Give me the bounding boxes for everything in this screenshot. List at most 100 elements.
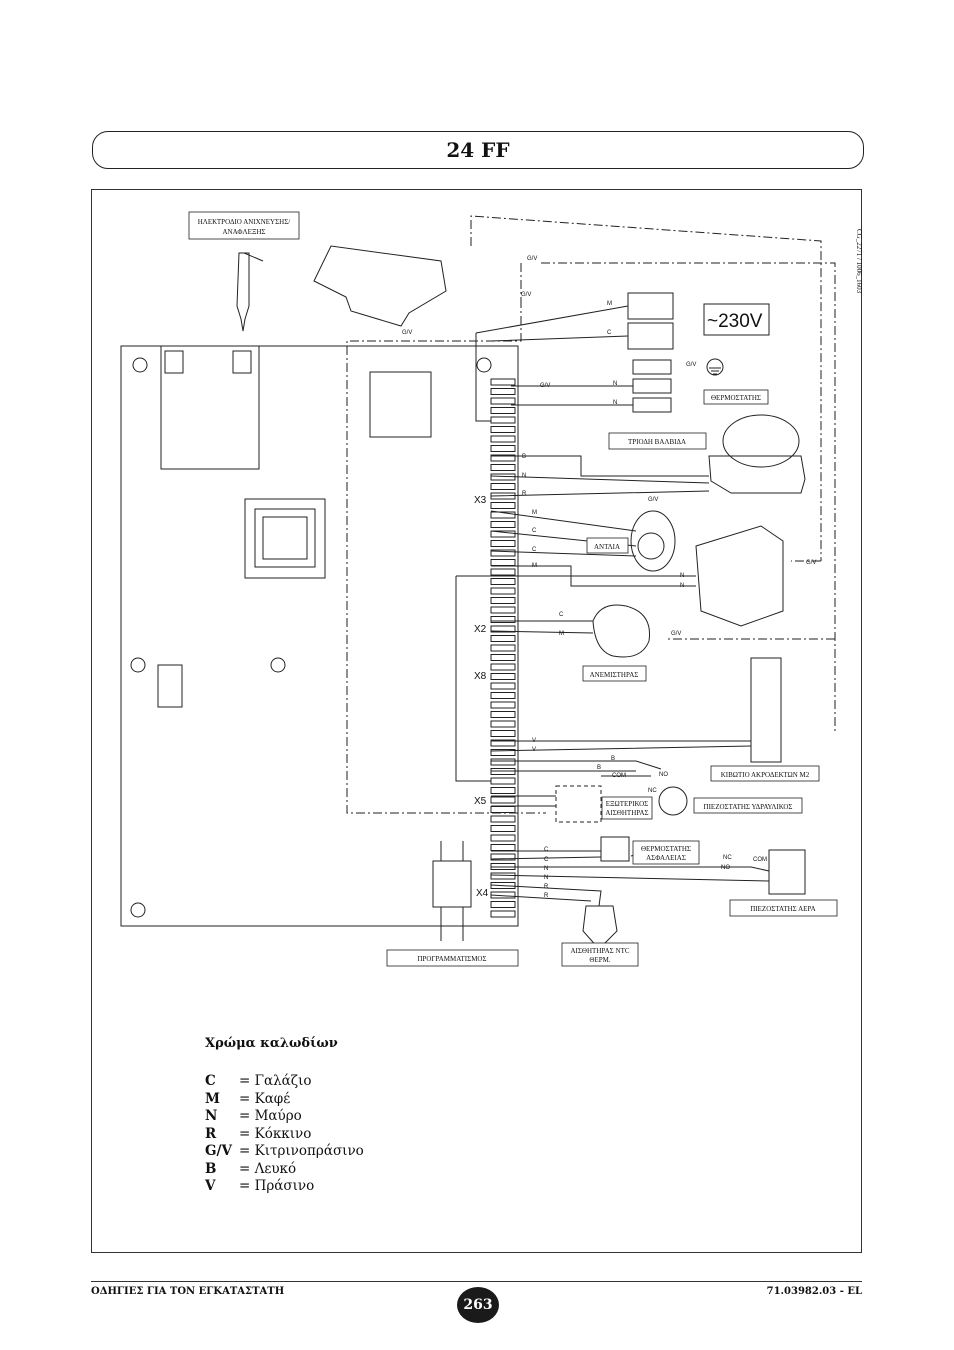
svg-text:N: N — [680, 583, 684, 589]
legend-text: = Λευκό — [239, 1160, 297, 1177]
voltage-box — [703, 303, 770, 336]
connector-pin — [490, 502, 516, 509]
mains-terminal — [632, 397, 672, 413]
connector-x8: X8 — [474, 671, 487, 682]
connector-pin — [490, 815, 516, 823]
legend-code: B — [205, 1160, 217, 1177]
wiring-diagram: ΗΛΕΚΤΡΟΔΙΟ ΑΝΙΧΝΕΥΣΗΣ/ ΑΝΑΦΛΕΞΗΣ ΘΕΡΜΟΣΤ… — [120, 211, 863, 967]
connector-pin — [490, 682, 516, 690]
fan — [592, 604, 651, 658]
svg-text:C: C — [607, 330, 612, 336]
svg-text:C: C — [559, 612, 564, 618]
legend-text: = Καφέ — [239, 1090, 291, 1107]
legend-text: = Γαλάζιο — [239, 1073, 312, 1089]
legend-row: G/V = Κιτρινοπράσινο — [205, 1143, 364, 1161]
svg-text:ΗΛΕΚΤΡΟΔΙΟ ΑΝΙΧΝΕΥΣΗΣ/: ΗΛΕΚΤΡΟΔΙΟ ΑΝΙΧΝΕΥΣΗΣ/ — [198, 218, 291, 226]
wire-labels: G/V G/V G/V G/V G/V G/V G/V G/V M C N N … — [402, 256, 816, 899]
mains-terminal — [627, 292, 674, 320]
connector-pin — [490, 758, 516, 766]
connector-pin — [490, 426, 516, 433]
svg-text:COM: COM — [612, 773, 626, 779]
svg-text:N: N — [613, 400, 617, 406]
svg-text:C: C — [532, 547, 537, 553]
connector-x4: X4 — [476, 888, 489, 899]
pcb-board — [120, 345, 519, 927]
board-relay — [369, 371, 432, 438]
connector-pin — [490, 397, 516, 405]
label-water-pressure-switch: ΠΙΕΖΟΣΤΑΤΗΣ ΥΔΡΑΥΛΙΚΟΣ — [693, 797, 803, 814]
svg-text:N: N — [544, 866, 548, 872]
svg-text:G/V: G/V — [671, 631, 681, 637]
connector-pin — [490, 739, 516, 747]
label-thermostat: ΘΕΡΜΟΣΤΑΤΗΣ — [703, 389, 769, 405]
connector-pin — [490, 777, 516, 785]
legend-row: R = Κόκκινο — [205, 1126, 364, 1144]
svg-text:ΑΙΣΘΗΤΗΡΑΣ NTC: ΑΙΣΘΗΤΗΡΑΣ NTC — [570, 947, 629, 955]
legend-code: G/V — [205, 1143, 232, 1159]
connector-pin — [490, 787, 516, 794]
svg-text:C: C — [544, 847, 549, 853]
svg-text:M: M — [532, 510, 537, 516]
legend-row: M = Καφέ — [205, 1091, 364, 1109]
connector-pin — [490, 872, 516, 880]
svg-text:R: R — [544, 884, 549, 890]
document-code: 71.03982.03 - EL — [766, 1286, 862, 1297]
connector-pin — [490, 749, 516, 756]
safety-thermostat — [600, 836, 630, 862]
label-ignition-electrode: ΗΛΕΚΤΡΟΔΙΟ ΑΝΙΧΝΕΥΣΗΣ/ ΑΝΑΦΛΕΞΗΣ — [188, 211, 300, 240]
svg-text:ΘΕΡΜΟΣΤΑΤΗΣ: ΘΕΡΜΟΣΤΑΤΗΣ — [641, 845, 691, 853]
svg-text:V: V — [532, 738, 536, 744]
connector-pin — [490, 730, 516, 737]
connector-pin — [490, 388, 516, 395]
connector-pin — [490, 407, 516, 414]
connector-pin — [490, 378, 516, 386]
board-coil-inner — [254, 508, 316, 568]
svg-text:ΠΙΕΖΟΣΤΑΤΗΣ ΑΕΡΑ: ΠΙΕΖΟΣΤΑΤΗΣ ΑΕΡΑ — [750, 905, 815, 913]
mains-terminal — [627, 322, 674, 350]
pcb-hole — [270, 657, 286, 673]
svg-text:NC: NC — [648, 788, 657, 794]
svg-text:G/V: G/V — [648, 497, 658, 503]
svg-text:N: N — [544, 875, 548, 881]
svg-text:N: N — [613, 381, 617, 387]
svg-text:M: M — [532, 563, 537, 569]
connector-x5: X5 — [474, 796, 487, 807]
board-coil-core — [262, 516, 308, 560]
svg-text:NC: NC — [723, 855, 732, 861]
three-way-valve — [708, 455, 806, 494]
legend-row: V = Πράσινο — [205, 1178, 364, 1196]
legend-code: M — [205, 1090, 220, 1107]
label-pump: ΑΝΤΛΙΑ — [586, 537, 629, 554]
connector-pin — [490, 635, 516, 642]
legend-text: = Κιτρινοπράσινο — [239, 1143, 364, 1159]
connector-pin — [490, 834, 516, 842]
connector-pin — [490, 578, 516, 585]
legend-code: V — [205, 1178, 216, 1194]
svg-text:COM: COM — [753, 857, 767, 863]
connector-pin — [490, 654, 516, 661]
pcb-hole — [132, 357, 148, 373]
svg-text:ΚΙΒΩΤΙΟ ΑΚΡΟΔΕΚΤΩΝ Μ2: ΚΙΒΩΤΙΟ ΑΚΡΟΔΕΚΤΩΝ Μ2 — [721, 771, 810, 779]
connector-pin — [490, 844, 516, 851]
svg-text:N: N — [522, 473, 526, 479]
label-terminal-box: ΚΙΒΩΤΙΟ ΑΚΡΟΔΕΚΤΩΝ Μ2 — [710, 765, 820, 782]
board-socket — [164, 350, 184, 374]
connector-pin — [490, 445, 516, 452]
svg-text:M: M — [559, 631, 564, 637]
connector-x2: X2 — [474, 624, 487, 635]
svg-text:G/V: G/V — [540, 383, 550, 389]
svg-text:G/V: G/V — [686, 362, 696, 368]
legend-code: N — [205, 1108, 218, 1124]
connector-pin — [490, 559, 516, 566]
connector-pin — [490, 511, 516, 519]
connector-pin — [490, 416, 516, 424]
legend-text: = Μαύρο — [239, 1108, 302, 1124]
connector-pin — [490, 806, 516, 813]
legend-text: = Κόκκινο — [239, 1125, 312, 1142]
svg-text:NO: NO — [721, 865, 730, 871]
connector-pin — [490, 568, 516, 576]
connector-pin — [490, 587, 516, 595]
legend-code: R — [205, 1125, 217, 1142]
legend-row: N = Μαύρο — [205, 1108, 364, 1126]
legend-text: = Πράσινο — [239, 1178, 315, 1194]
